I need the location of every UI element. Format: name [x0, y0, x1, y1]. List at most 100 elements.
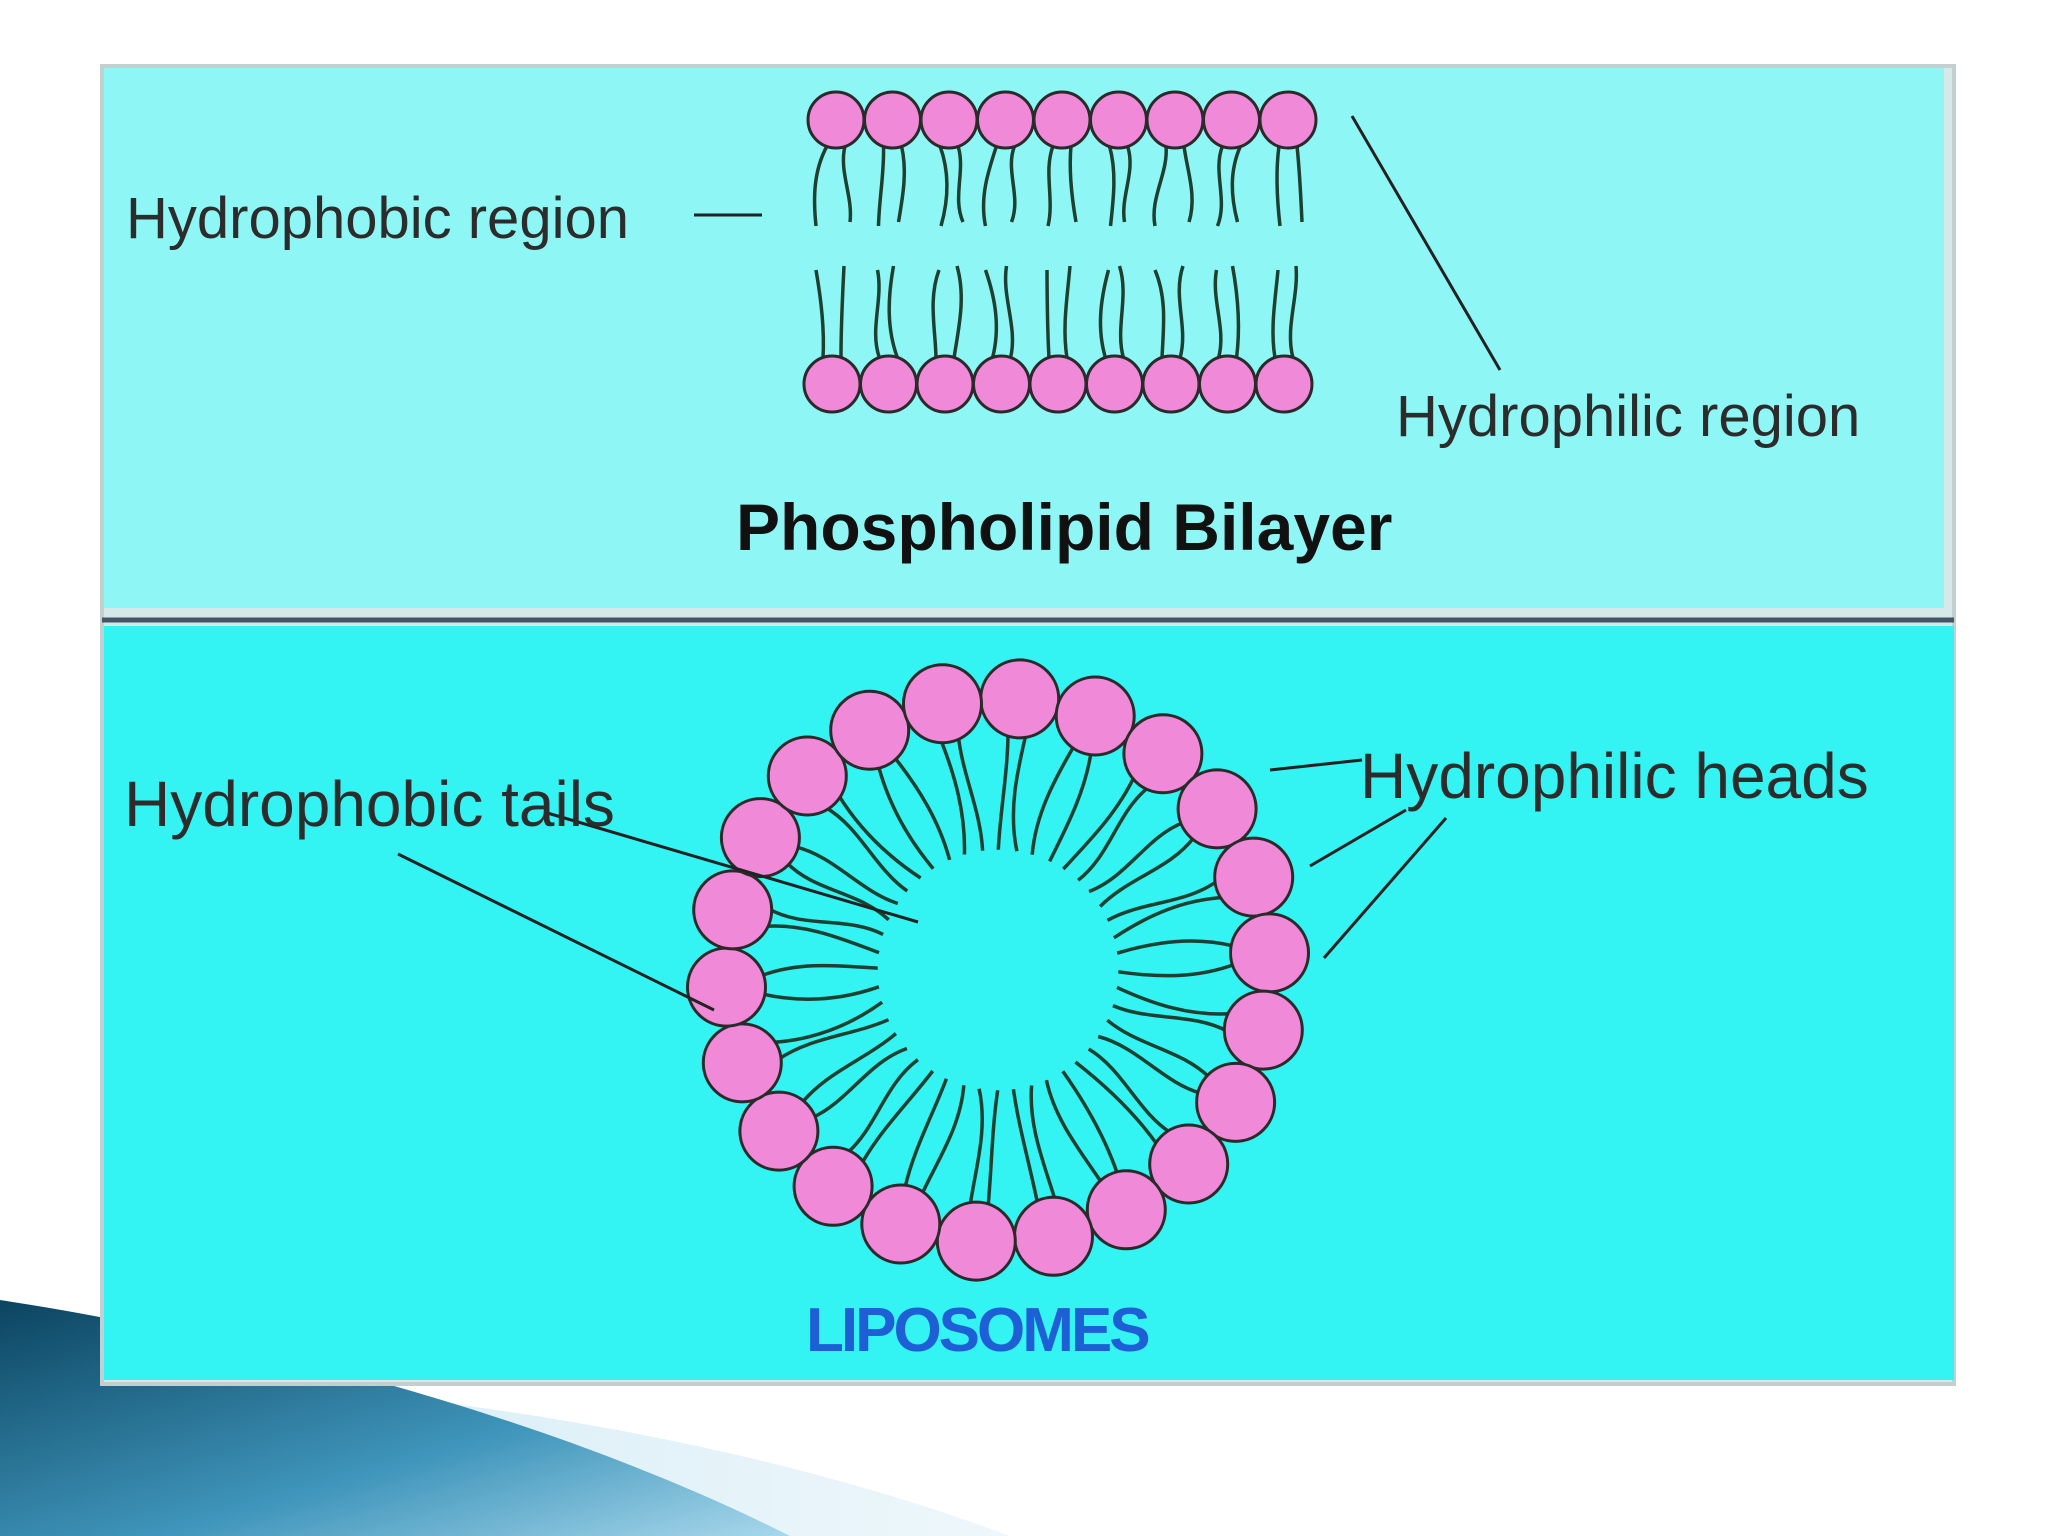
phospholipid-top	[976, 90, 1035, 227]
lipid-head	[902, 663, 983, 745]
lipid-tail	[1097, 1034, 1202, 1095]
lipid-head	[1258, 90, 1318, 150]
liposome-phospholipid	[1062, 713, 1204, 882]
lipid-tail	[1077, 785, 1150, 882]
phospholipid-top	[919, 90, 979, 227]
phospholipid-bilayer	[802, 90, 1318, 414]
lipid-tail	[920, 1085, 966, 1196]
lipid-tail	[887, 265, 900, 359]
liposome-phospholipid	[692, 869, 884, 955]
lipid-tail	[1230, 145, 1243, 223]
lipid-tail	[981, 145, 999, 227]
title-phospholipid-bilayer: Phospholipid Bilayer	[736, 490, 1393, 564]
lipid-head	[935, 1200, 1017, 1282]
lipid-tail	[1009, 145, 1017, 223]
liposome-phospholipid	[792, 1058, 935, 1227]
lipid-tail	[896, 145, 907, 223]
lipid-tail	[956, 736, 985, 851]
lipid-head	[1122, 713, 1204, 795]
lipid-tail	[956, 145, 965, 223]
lipid-tail	[1122, 145, 1132, 223]
lipid-tail	[1106, 1018, 1211, 1079]
lipid-tail	[824, 805, 909, 893]
lipid-tail	[1074, 1060, 1160, 1147]
lipid-tail	[1063, 265, 1072, 359]
lipid-tail	[1088, 820, 1185, 894]
lipid-head	[1198, 354, 1257, 414]
lipid-tail	[1003, 265, 1015, 359]
lipid-head	[1028, 354, 1088, 414]
lipid-tail	[931, 269, 941, 359]
lipid-tail	[1045, 269, 1051, 359]
label-hydrophobic-region: Hydrophobic region	[126, 186, 629, 251]
lipid-tail	[983, 269, 999, 359]
lipid-tail	[1177, 265, 1185, 359]
lipid-tail	[996, 732, 1010, 850]
lipid-head	[976, 90, 1035, 150]
lipid-tail	[772, 1000, 884, 1045]
liposome-phospholipid	[1044, 1070, 1167, 1251]
lipid-head	[701, 1022, 783, 1104]
lipid-tail	[876, 145, 886, 227]
liposome-phospholipid	[738, 1032, 908, 1172]
lipid-head	[972, 354, 1031, 414]
lipid-tail	[839, 265, 846, 359]
lipid-tail	[1011, 734, 1028, 852]
liposome-phospholipid	[1097, 1018, 1277, 1143]
lipid-tail	[1087, 1047, 1172, 1135]
leader-hydrophilic-region	[1350, 115, 1502, 371]
lipid-head	[859, 354, 918, 414]
lipid-tail	[836, 793, 922, 880]
lipid-tail	[1271, 269, 1280, 359]
label-hydrophilic-region: Hydrophilic region	[1396, 384, 1861, 449]
lipid-head	[829, 689, 911, 771]
liposome-phospholipid	[1074, 1047, 1230, 1205]
lipid-tail	[777, 1018, 890, 1061]
lipid-tail	[1275, 145, 1282, 227]
lipid-tail	[814, 269, 826, 359]
lipid-tail	[1116, 939, 1235, 955]
lipid-tail	[1288, 265, 1299, 359]
lipid-head	[792, 1145, 874, 1227]
lipid-tail	[800, 1032, 898, 1105]
liposome-phospholipid	[860, 1078, 966, 1265]
lipid-tail	[846, 1058, 919, 1155]
lipid-tail	[1112, 1003, 1229, 1033]
lipid-tail	[760, 963, 878, 978]
liposome-phospholipid	[829, 689, 952, 870]
lipid-tail	[841, 145, 853, 223]
liposome-phospholipid	[1030, 675, 1136, 863]
lipid-head	[1229, 912, 1310, 994]
lipid-tail	[1106, 879, 1219, 922]
lipid-head	[1013, 1195, 1094, 1277]
lipid-tail	[1011, 1089, 1040, 1205]
lipid-tail	[1112, 895, 1224, 940]
leader-lines	[397, 115, 1502, 1012]
lipid-tail	[1098, 835, 1196, 908]
lipid-tail	[939, 739, 967, 855]
lipid-head	[915, 354, 975, 414]
lipid-head	[1085, 1169, 1167, 1251]
lipid-head	[1085, 354, 1144, 414]
lipid-tail	[1029, 1085, 1057, 1201]
liposome-phospholipid	[935, 1088, 1017, 1282]
lipid-head	[1222, 989, 1304, 1071]
leader-heads-2	[1309, 808, 1407, 868]
liposome-phospholipid	[701, 1000, 890, 1104]
phospholipid-top	[1145, 90, 1205, 227]
leader-tails-2	[543, 810, 919, 924]
lipid-tail	[938, 145, 949, 227]
label-hydrophilic-heads: Hydrophilic heads	[1360, 740, 1869, 812]
leader-heads-3	[1322, 817, 1448, 959]
liposome-phospholipid	[1088, 768, 1258, 908]
liposome-phospholipid	[766, 735, 922, 893]
lipid-head	[802, 354, 862, 414]
lipid-head	[863, 90, 922, 150]
lipid-tail	[1061, 1070, 1120, 1176]
lipid-tail	[859, 1069, 935, 1165]
lipid-tail	[1098, 269, 1111, 359]
lipid-tail	[761, 985, 880, 1001]
lipid-tail	[812, 145, 829, 227]
lipid-head	[860, 1183, 942, 1265]
